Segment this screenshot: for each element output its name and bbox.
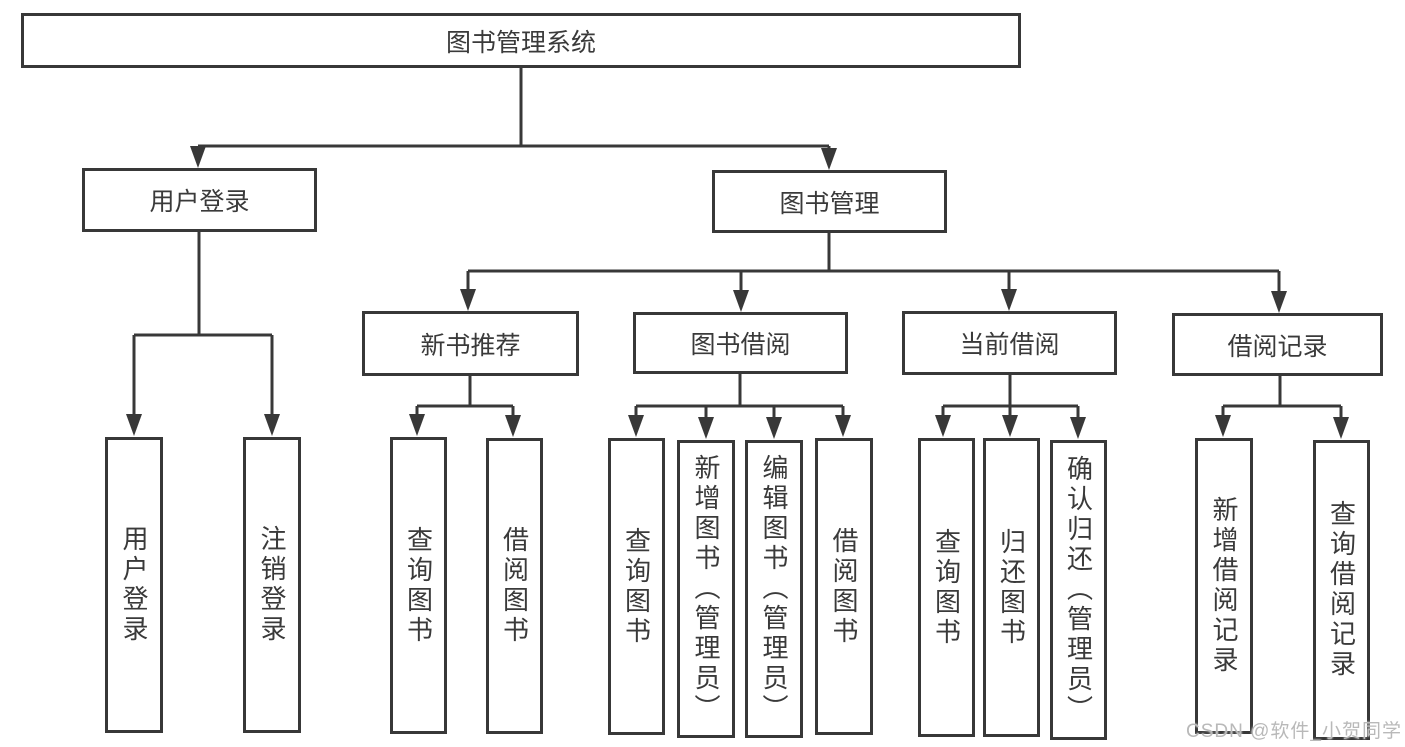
node-leaf-borrow-query-books: 查询图书 <box>608 438 665 735</box>
node-leaf-borrow-add-books-admin: 新增图书（管理员） <box>677 440 735 738</box>
node-section-current-borrow: 当前借阅 <box>902 311 1117 375</box>
node-user-login-branch: 用户登录 <box>82 168 317 232</box>
connector-borrow-to-leaves <box>628 374 851 439</box>
connector-recommend-to-leaves <box>409 376 521 437</box>
node-leaf-borrow-borrow-books: 借阅图书 <box>815 438 873 735</box>
node-leaf-current-return-books: 归还图书 <box>983 438 1040 737</box>
node-leaf-records-add-record: 新增借阅记录 <box>1195 438 1253 734</box>
node-root: 图书管理系统 <box>21 13 1021 68</box>
csdn-watermark: CSDN @软件_小贺同学 <box>1186 721 1402 742</box>
connector-management-to-sections <box>460 233 1287 313</box>
connector-current-to-leaves <box>935 375 1086 439</box>
node-leaf-logout: 注销登录 <box>243 437 301 733</box>
node-section-book-borrow: 图书借阅 <box>633 312 848 374</box>
node-book-management-branch: 图书管理 <box>712 170 947 233</box>
node-leaf-current-query-books: 查询图书 <box>918 438 975 737</box>
node-leaf-recommend-query-books: 查询图书 <box>390 437 447 734</box>
node-leaf-user-login: 用户登录 <box>105 437 163 733</box>
node-leaf-borrow-edit-books-admin: 编辑图书（管理员） <box>745 440 803 738</box>
node-section-borrow-records: 借阅记录 <box>1172 313 1383 376</box>
node-section-new-book-recommend: 新书推荐 <box>362 311 579 376</box>
connector-login-to-leaves <box>126 232 280 436</box>
connector-records-to-leaves <box>1215 376 1349 439</box>
node-leaf-recommend-borrow-books: 借阅图书 <box>486 438 543 734</box>
node-leaf-current-confirm-return-admin: 确认归还（管理员） <box>1050 440 1107 740</box>
connector-root-to-branches <box>190 68 837 170</box>
node-leaf-records-query-record: 查询借阅记录 <box>1313 440 1370 740</box>
